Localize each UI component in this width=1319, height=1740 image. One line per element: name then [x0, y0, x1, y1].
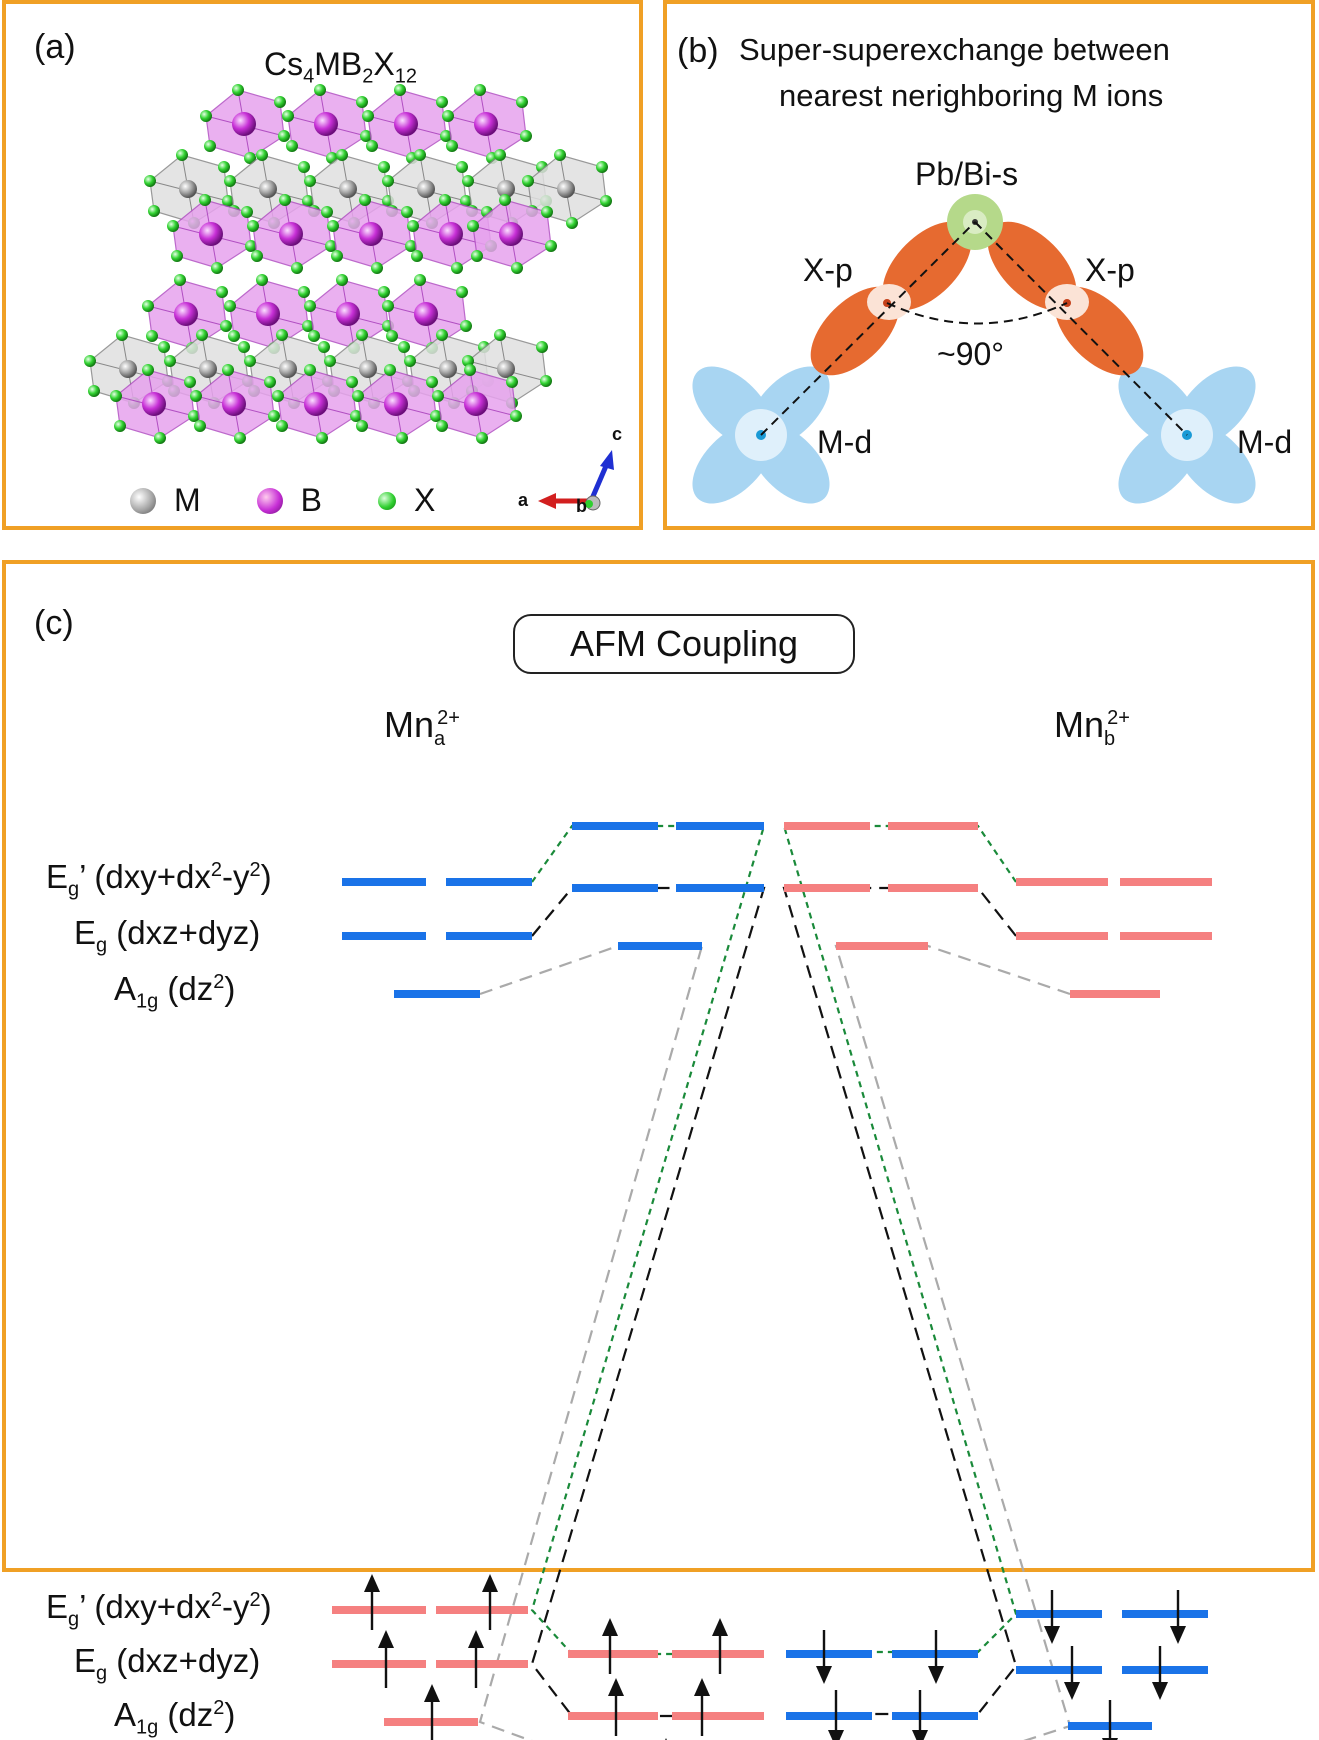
right-d-label: M-d: [1237, 424, 1293, 460]
right-p-orbital: [987, 221, 1144, 376]
energy-level-diagram: [332, 822, 1212, 1740]
gray-connector-b: [834, 944, 1072, 1740]
crystal-structure: [84, 84, 612, 444]
axis-a-label: a: [518, 490, 529, 510]
panel-b: (b) Super-superexchange between nearest …: [663, 0, 1315, 530]
panel-b-title-line1: Super-superexchange between: [739, 32, 1170, 67]
gray-connector-a: [478, 944, 704, 1740]
right-p-label: X-p: [1085, 252, 1135, 288]
afm-coupling-box: AFM Coupling: [513, 614, 855, 674]
green-connector-a: [530, 824, 766, 1656]
upper-a1g-label: A1g (dz2): [114, 970, 236, 1013]
panel-a: (a) Cs4MB2X12 M B X a b c: [2, 0, 643, 530]
upper-eg-prime-label: Eg’ (dxy+dx2-y2): [46, 858, 272, 901]
black-connector-b: [782, 886, 1018, 1716]
ion-b-label: Mnb2+: [1054, 704, 1130, 751]
lower-a1g-label: A1g (dz2): [114, 1696, 236, 1739]
angle-label: ~90°: [937, 336, 1005, 372]
spin-up-arrow-2: [378, 1630, 394, 1688]
afm-coupling-title: AFM Coupling: [569, 623, 799, 664]
center-orbital-label: Pb/Bi-s: [915, 156, 1019, 192]
legend-m-sphere: [130, 487, 156, 514]
legend-b-label: B: [300, 482, 322, 518]
orbital-diagram: [692, 194, 1256, 504]
crystal-layer-1: [84, 274, 552, 444]
left-p-orbital: [810, 221, 972, 376]
panel-a-label: (a): [34, 28, 76, 66]
left-p-label: X-p: [803, 252, 853, 288]
panel-b-title-line2: nearest nerighboring M ions: [779, 78, 1164, 113]
spin-up-arrow-3: [468, 1630, 484, 1688]
legend-b-sphere: [256, 487, 283, 514]
lower-eg-prime-label: Eg’ (dxy+dx2-y2): [46, 1588, 272, 1631]
spin-up-arrow-8: [694, 1678, 710, 1736]
left-d-label: M-d: [817, 424, 873, 460]
formula-title: Cs4MB2X12: [264, 46, 417, 88]
lower-eg-label: Eg (dxz+dyz): [74, 1642, 261, 1685]
crystal-layer-0: [144, 84, 612, 274]
axes-indicator: [538, 450, 614, 511]
ion-a-label: Mna2+: [384, 704, 460, 751]
panel-b-label: (b): [677, 32, 719, 70]
spin-up-arrow-0: [364, 1574, 380, 1630]
legend-x-sphere: [378, 491, 396, 510]
legend-x-label: X: [414, 482, 436, 518]
panel-c: (c) AFM Coupling Mna2+ Mnb2+ Eg’ (dxy+dx…: [2, 560, 1315, 1740]
bond-lines: [760, 221, 1188, 436]
black-connector-a: [530, 886, 766, 1718]
spin-down-arrow-4: [1102, 1700, 1118, 1740]
legend: M B X: [130, 482, 435, 519]
spin-up-arrow-5: [602, 1618, 618, 1674]
legend-m-label: M: [174, 482, 201, 518]
spin-up-arrow-4: [424, 1684, 440, 1740]
axis-c-label: c: [612, 424, 623, 444]
spin-up-arrow-6: [712, 1618, 728, 1674]
upper-eg-label: Eg (dxz+dyz): [74, 914, 261, 957]
spin-up-arrow-1: [482, 1574, 498, 1630]
spin-up-arrow-7: [608, 1678, 624, 1736]
axis-b-label: b: [576, 496, 587, 516]
panel-c-label: (c): [34, 604, 74, 642]
